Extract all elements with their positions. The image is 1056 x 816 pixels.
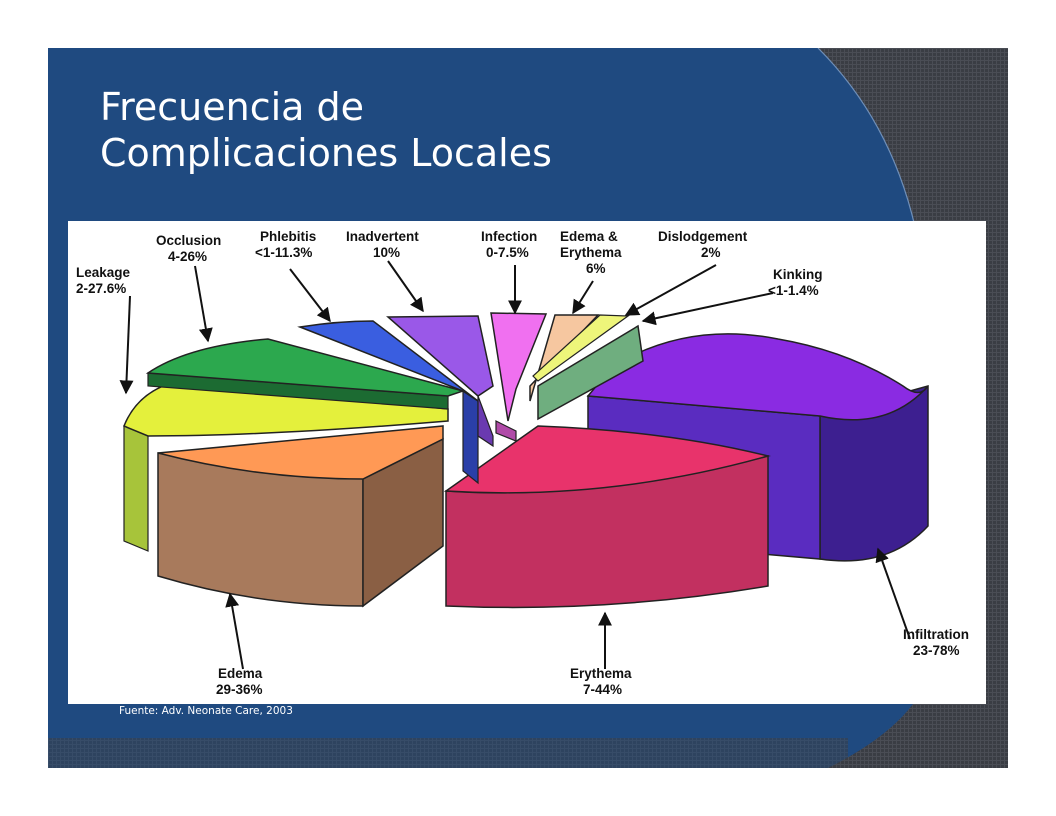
title-line-1: Frecuencia de [100,85,365,129]
slice-leakage [123,380,449,552]
label-kinking-range: <1-1.4% [768,283,819,298]
arrow-phlebitis [289,268,331,323]
label-infiltration-name: Infiltration [903,627,969,642]
slice-phlebitis [297,320,479,485]
slice-labels: Leakage 2-27.6% Occlusion 4-26% Phlebiti… [76,229,969,697]
label-occlusion-range: 4-26% [168,249,207,264]
label-erythema-range: 7-44% [583,682,622,697]
source-note: Fuente: Adv. Neonate Care, 2003 [119,705,293,717]
arrow-inadvertent [387,260,424,313]
arrow-edema [225,592,244,670]
label-kinking-name: Kinking [773,267,823,282]
label-arrows [119,260,911,670]
label-infection-name: Infection [481,229,537,244]
chart-panel: Leakage 2-27.6% Occlusion 4-26% Phlebiti… [68,221,986,704]
slice-kinking [532,314,630,382]
arrow-occlusion [194,265,213,343]
arrow-leakage [119,295,134,395]
arrow-infiltration [875,547,911,640]
slice-erythema [443,425,771,609]
label-phlebitis-range: <1-11.3% [255,245,312,260]
label-phlebitis-name: Phlebitis [260,229,316,244]
arrow-dislodgement [624,264,717,316]
arrow-edema-erythema [572,280,594,315]
slice-inadvertent [386,315,494,448]
label-edema-name: Edema [218,666,263,681]
title-line-2: Complicaciones Locales [100,131,552,175]
label-edema-erythema-name2: Erythema [560,245,622,260]
slice-infection [490,312,548,442]
label-edema-range: 29-36% [216,682,263,697]
label-dislodgement-range: 2% [701,245,721,260]
label-leakage-range: 2-27.6% [76,281,126,296]
label-dislodgement-name: Dislodgement [658,229,748,244]
label-edema-erythema-range: 6% [586,261,606,276]
label-erythema-name: Erythema [570,666,632,681]
slide: Frecuencia de Complicaciones Locales [48,48,1008,768]
slice-dislodgement [537,324,644,421]
slide-title: Frecuencia de Complicaciones Locales [100,84,552,176]
slice-occlusion [145,338,466,410]
label-inadvertent-name: Inadvertent [346,229,419,244]
label-occlusion-name: Occlusion [156,233,221,248]
label-edema-erythema-name: Edema & [560,229,618,244]
label-leakage-name: Leakage [76,265,131,280]
label-inadvertent-range: 10% [373,245,400,260]
label-infection-range: 0-7.5% [486,245,529,260]
slice-edema [157,425,444,608]
label-infiltration-range: 23-78% [913,643,960,658]
pie-chart: Leakage 2-27.6% Occlusion 4-26% Phlebiti… [76,229,969,697]
arrow-kinking [641,292,774,326]
